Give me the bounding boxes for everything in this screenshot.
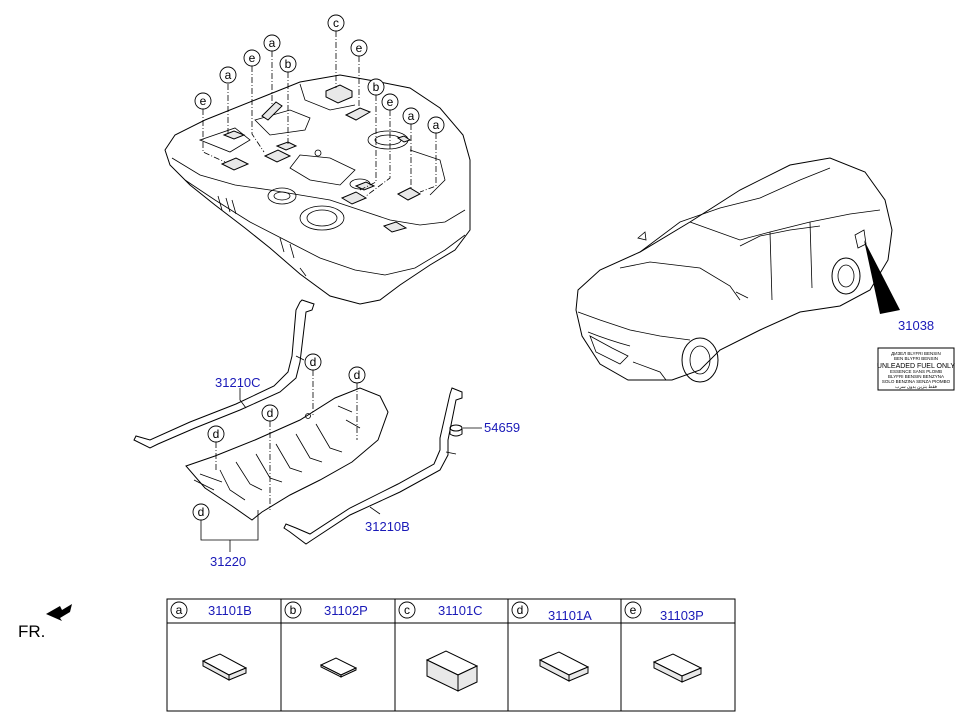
svg-text:31101C: 31101C — [438, 603, 483, 618]
part-31038: 31038 — [898, 318, 934, 333]
svg-text:b: b — [285, 57, 292, 71]
svg-text:c: c — [404, 603, 410, 617]
svg-text:a: a — [225, 68, 232, 82]
svg-text:BEN BLYFRI BENSIN: BEN BLYFRI BENSIN — [894, 356, 938, 361]
svg-text:e: e — [200, 94, 207, 108]
part-31210b: 31210B — [365, 519, 410, 534]
callout-b-1: b — [279, 55, 297, 73]
legend-cell-b: b 31102P — [284, 601, 368, 678]
svg-text:SOLO BENZINA SENZA PIOMBO: SOLO BENZINA SENZA PIOMBO — [882, 379, 951, 384]
fr-label: FR. — [18, 622, 45, 641]
svg-text:a: a — [408, 109, 415, 123]
svg-text:d: d — [198, 505, 205, 519]
pad-c-icon — [425, 650, 479, 692]
svg-text:d: d — [213, 427, 220, 441]
svg-text:e: e — [249, 51, 256, 65]
callout-e-2: e — [243, 49, 261, 67]
part-31210c: 31210C — [215, 375, 261, 390]
pad-e-icon — [652, 653, 703, 683]
fuel-tank-illustration — [164, 31, 471, 305]
callout-b-2: b — [367, 78, 385, 96]
svg-text:a: a — [269, 36, 276, 50]
callout-d-3: d — [261, 404, 279, 422]
callout-d-5: d — [192, 503, 210, 521]
svg-text:ДИЗЕЛ BLYFRI BENSIN: ДИЗЕЛ BLYFRI BENSIN — [891, 351, 941, 356]
front-arrow-icon — [46, 604, 72, 621]
svg-text:d: d — [310, 355, 317, 369]
callout-c-1: c — [327, 14, 345, 32]
svg-text:e: e — [387, 95, 394, 109]
legend-cell-d: d 31101A — [511, 601, 592, 682]
svg-text:a: a — [176, 603, 183, 617]
fuel-label-sticker: ДИЗЕЛ BLYFRI BENSIN BEN BLYFRI BENSIN UN… — [877, 347, 956, 391]
svg-text:d: d — [354, 368, 361, 382]
svg-text:d: d — [267, 406, 274, 420]
callout-e-4: e — [381, 93, 399, 111]
tank-callouts: e a e a b c e b e a a — [194, 14, 445, 134]
pad-b-icon — [319, 657, 358, 678]
front-direction-indicator: FR. — [18, 604, 72, 641]
pad-callouts-d: d d d d d — [192, 353, 366, 552]
pad-a-icon — [201, 653, 248, 681]
svg-text:c: c — [333, 16, 339, 30]
part-number-labels: 31210C 31210B 31220 54659 31038 — [210, 318, 934, 569]
strap-left-illustration — [133, 299, 315, 449]
svg-text:e: e — [630, 603, 637, 617]
callout-a-3: a — [402, 107, 420, 125]
part-31220: 31220 — [210, 554, 246, 569]
svg-text:e: e — [356, 41, 363, 55]
callout-e-1: e — [194, 92, 212, 110]
svg-text:31103P: 31103P — [660, 608, 704, 623]
svg-text:31101B: 31101B — [208, 603, 252, 618]
callout-d-2: d — [348, 366, 366, 384]
legend-cell-a: a 31101B — [170, 601, 252, 681]
callout-d-1: d — [304, 353, 322, 371]
legend-cell-c: c 31101C — [398, 601, 483, 692]
svg-text:UNLEADED FUEL ONLY: UNLEADED FUEL ONLY — [877, 363, 956, 370]
legend-cell-e: e 31103P — [624, 601, 704, 683]
svg-text:ESSENCE SANS PLOMB: ESSENCE SANS PLOMB — [890, 369, 942, 374]
svg-text:31102P: 31102P — [324, 603, 368, 618]
callout-a-2: a — [263, 34, 281, 52]
callout-a-1: a — [219, 66, 237, 84]
svg-text:b: b — [290, 603, 297, 617]
part-54659: 54659 — [484, 420, 520, 435]
svg-text:فقط بنزین بدون سرب: فقط بنزین بدون سرب — [895, 384, 938, 390]
pad-d-icon — [538, 651, 590, 682]
callout-a-4: a — [427, 116, 445, 134]
callout-e-3: e — [350, 39, 368, 57]
grommet-illustration — [449, 424, 482, 437]
car-illustration — [575, 157, 900, 383]
callout-d-4: d — [207, 425, 225, 443]
svg-text:BLYFRI BENSIN BENZYNA: BLYFRI BENSIN BENZYNA — [888, 374, 944, 379]
svg-text:b: b — [373, 80, 380, 94]
legend-table: a 31101B b 31102P c 31101C — [166, 598, 736, 712]
svg-text:a: a — [433, 118, 440, 132]
svg-text:31101A: 31101A — [548, 608, 592, 623]
svg-text:d: d — [517, 603, 524, 617]
